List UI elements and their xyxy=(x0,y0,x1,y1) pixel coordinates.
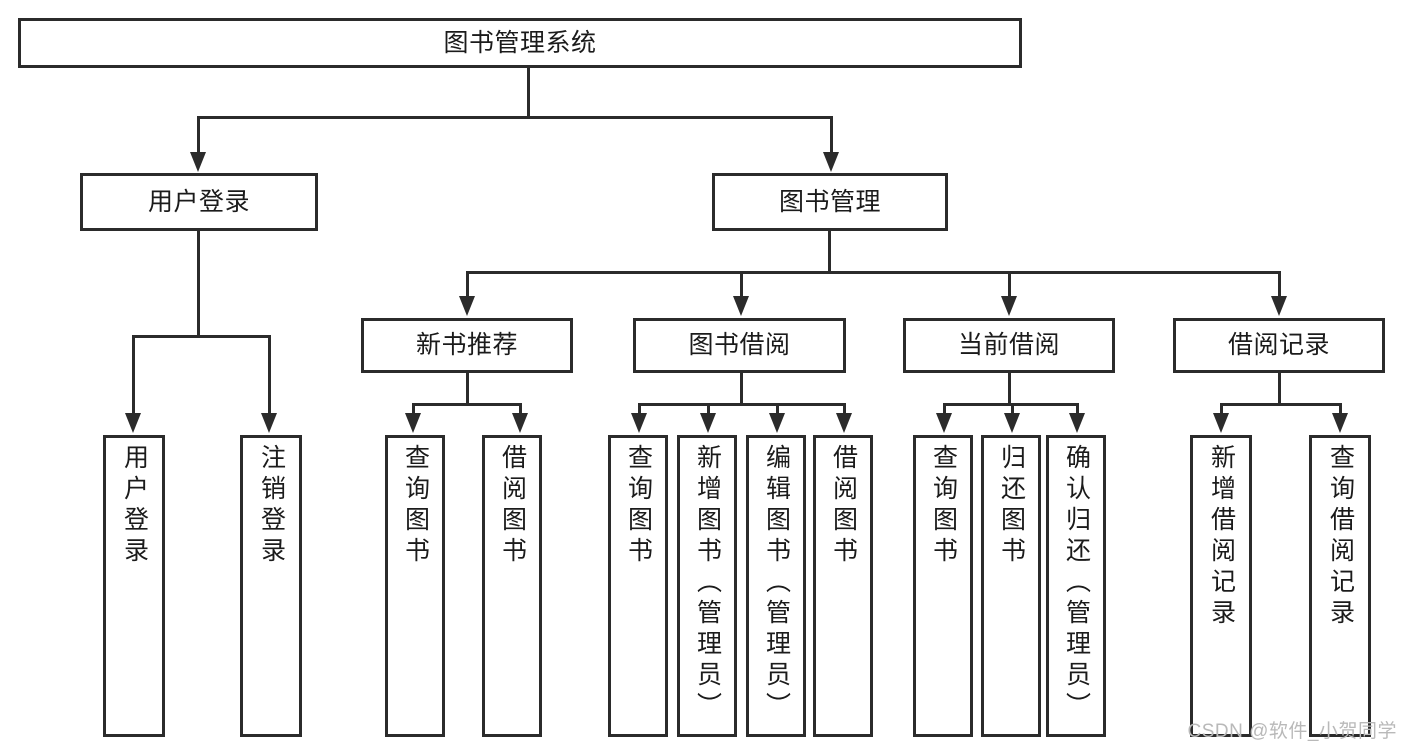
connector-userlogin-stem xyxy=(197,231,200,335)
connector-root-bus xyxy=(197,116,833,119)
node-leaf-query-book-b[interactable]: 查询图书 xyxy=(608,435,668,737)
node-label: 图书管理系统 xyxy=(443,28,597,57)
node-leaf-edit-book[interactable]: 编辑图书（管理员） xyxy=(746,435,806,737)
connector-currentborrow-stem xyxy=(1008,373,1011,403)
node-label: 新书推荐 xyxy=(415,331,518,360)
node-leaf-query-record[interactable]: 查询借阅记录 xyxy=(1309,435,1371,737)
node-book-borrow[interactable]: 图书借阅 xyxy=(633,318,846,373)
connector-l3-drop-1 xyxy=(466,271,469,298)
connector-userlogin-drop-1 xyxy=(132,335,135,415)
connector-userlogin-drop-2 xyxy=(268,335,271,415)
node-leaf-return-book[interactable]: 归还图书 xyxy=(981,435,1041,737)
node-leaf-user-login[interactable]: 用户登录 xyxy=(103,435,165,737)
node-label: 归还图书 xyxy=(997,444,1026,568)
node-label: 图书管理 xyxy=(778,187,881,216)
node-label: 用户登录 xyxy=(120,444,149,568)
connector-br-drop-1 xyxy=(1220,403,1223,415)
node-leaf-confirm-return[interactable]: 确认归还（管理员） xyxy=(1046,435,1106,737)
arrow-to-leaf-confirm-return xyxy=(1069,413,1085,433)
node-label: 借阅图书 xyxy=(829,444,858,568)
arrow-to-leaf-query-book-c xyxy=(936,413,952,433)
node-root-system[interactable]: 图书管理系统 xyxy=(18,18,1022,68)
connector-newbook-stem xyxy=(466,373,469,403)
connector-cb-drop-3 xyxy=(1076,403,1079,415)
connector-root-drop-left xyxy=(197,116,200,154)
node-label: 图书借阅 xyxy=(688,331,791,360)
connector-newbook-drop-2 xyxy=(519,403,522,415)
connector-l3-drop-3 xyxy=(1008,271,1011,298)
arrow-to-borrow-record xyxy=(1271,296,1287,316)
node-leaf-borrow-book-a[interactable]: 借阅图书 xyxy=(482,435,542,737)
connector-bookborrow-stem xyxy=(740,373,743,403)
arrow-to-book-manage xyxy=(823,152,839,172)
csdn-watermark: CSDN @软件_小贺同学 xyxy=(1187,721,1397,742)
node-leaf-borrow-book-b[interactable]: 借阅图书 xyxy=(813,435,873,737)
node-label: 借阅记录 xyxy=(1227,331,1330,360)
arrow-to-leaf-query-record xyxy=(1332,413,1348,433)
connector-bookmanage-stem xyxy=(828,231,831,271)
arrow-to-leaf-query-book-a xyxy=(405,413,421,433)
connector-borrowrecord-stem xyxy=(1278,373,1281,403)
arrow-to-leaf-borrow-book-b xyxy=(836,413,852,433)
node-new-book-rec[interactable]: 新书推荐 xyxy=(361,318,573,373)
connector-newbook-bus xyxy=(412,403,522,406)
node-current-borrow[interactable]: 当前借阅 xyxy=(903,318,1115,373)
node-leaf-query-book-c[interactable]: 查询图书 xyxy=(913,435,973,737)
connector-cb-drop-1 xyxy=(943,403,946,415)
connector-bb-drop-4 xyxy=(843,403,846,415)
arrow-to-new-book-rec xyxy=(459,296,475,316)
node-label: 查询图书 xyxy=(624,444,653,568)
arrow-to-leaf-add-record xyxy=(1213,413,1229,433)
arrow-to-leaf-user-login xyxy=(125,413,141,433)
node-label: 编辑图书（管理员） xyxy=(762,444,791,723)
arrow-to-user-login xyxy=(190,152,206,172)
connector-level3-bus xyxy=(466,271,1281,274)
node-label: 查询图书 xyxy=(401,444,430,568)
node-borrow-record[interactable]: 借阅记录 xyxy=(1173,318,1385,373)
arrow-to-leaf-query-book-b xyxy=(631,413,647,433)
connector-cb-drop-2 xyxy=(1011,403,1014,415)
node-leaf-add-record[interactable]: 新增借阅记录 xyxy=(1190,435,1252,737)
arrow-to-leaf-return-book xyxy=(1004,413,1020,433)
node-leaf-add-book[interactable]: 新增图书（管理员） xyxy=(677,435,737,737)
arrow-to-current-borrow xyxy=(1001,296,1017,316)
connector-l3-drop-2 xyxy=(740,271,743,298)
connector-bb-drop-2 xyxy=(707,403,710,415)
connector-bookborrow-bus xyxy=(638,403,846,406)
node-label: 确认归还（管理员） xyxy=(1062,444,1091,723)
connector-l3-drop-4 xyxy=(1278,271,1281,298)
arrow-to-leaf-edit-book xyxy=(769,413,785,433)
connector-borrowrecord-bus xyxy=(1220,403,1342,406)
node-leaf-user-logout[interactable]: 注销登录 xyxy=(240,435,302,737)
node-label: 当前借阅 xyxy=(957,331,1060,360)
node-label: 查询图书 xyxy=(929,444,958,568)
arrow-to-leaf-borrow-book-a xyxy=(512,413,528,433)
node-label: 新增图书（管理员） xyxy=(693,444,722,723)
connector-bb-drop-1 xyxy=(638,403,641,415)
connector-root-stem-main xyxy=(527,68,530,116)
connector-root-drop-right xyxy=(830,116,833,154)
arrow-to-leaf-user-logout xyxy=(261,413,277,433)
node-leaf-query-book-a[interactable]: 查询图书 xyxy=(385,435,445,737)
node-label: 用户登录 xyxy=(147,187,250,216)
connector-newbook-drop-1 xyxy=(412,403,415,415)
node-label: 注销登录 xyxy=(257,444,286,568)
node-user-login[interactable]: 用户登录 xyxy=(80,173,318,231)
connector-bb-drop-3 xyxy=(776,403,779,415)
arrow-to-book-borrow xyxy=(733,296,749,316)
node-label: 借阅图书 xyxy=(498,444,527,568)
node-label: 查询借阅记录 xyxy=(1326,444,1355,630)
node-book-manage[interactable]: 图书管理 xyxy=(712,173,948,231)
connector-userlogin-bus xyxy=(132,335,271,338)
connector-br-drop-2 xyxy=(1339,403,1342,415)
node-label: 新增借阅记录 xyxy=(1207,444,1236,630)
arrow-to-leaf-add-book xyxy=(700,413,716,433)
